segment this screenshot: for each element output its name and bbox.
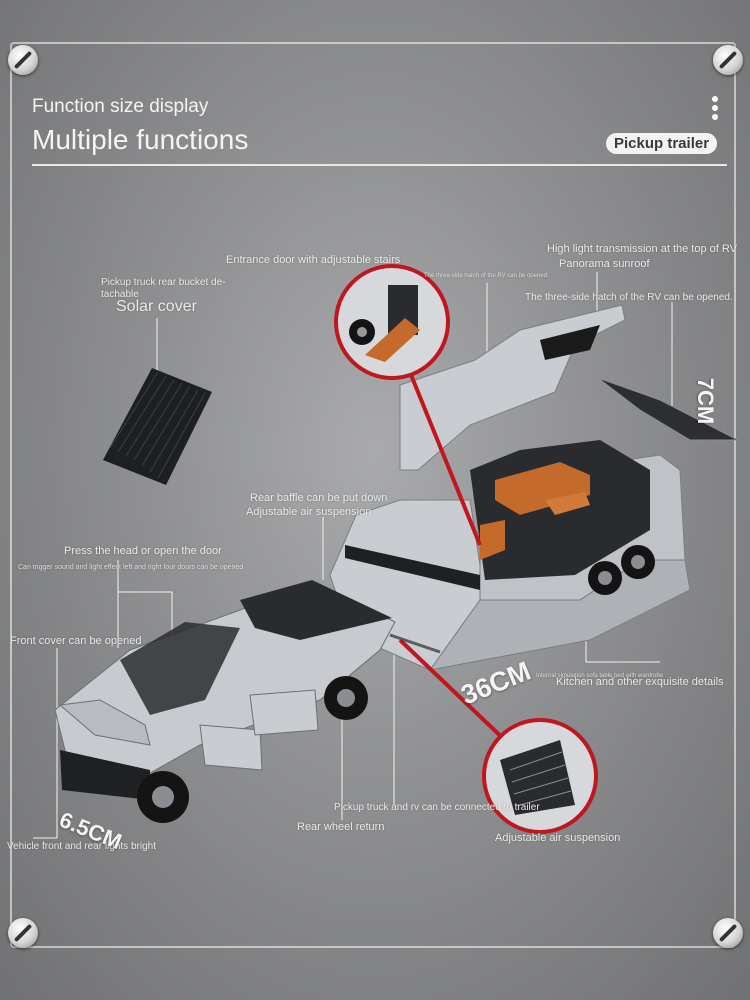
header-title: Multiple functions [32,124,249,155]
tow-hitch [389,633,441,654]
label-kitchen: Kitchen and other exquisite details [556,676,724,688]
dimension-height: 7CM [693,377,719,425]
label-connect-trailer: Pickup truck and rv can be connected to … [334,802,540,813]
header-divider [32,164,727,166]
more-options-icon [708,96,722,122]
label-kitchen-small: Internal simulation sofa table bed with … [536,673,664,679]
label-lights-bright: Vehicle front and rear lights bright [7,841,156,852]
screw-icon-top-left [8,45,38,75]
label-rear-wheel: Rear wheel return [297,821,385,833]
callout-pointers [398,359,512,747]
label-solar-note: Pickup truck rear bucket de-tachable [101,277,226,300]
screw-icon-bottom-left [8,918,38,948]
solar-cover-panel [103,368,212,485]
cybertruck [54,580,396,823]
callout-stairs-zoom [334,264,450,380]
label-front-cover: Front cover can be opened [10,635,142,647]
label-solar-cover: Solar cover [116,298,197,315]
screw-icon-top-right [713,45,743,75]
callout-hitch-zoom [482,718,598,834]
label-high-light: High light transmission at the top of RV [547,243,737,255]
display-frame [10,42,736,948]
label-hatch-note-small: The three-side hatch of the RV can be op… [424,273,549,279]
screw-icon-bottom-right [713,918,743,948]
label-air-suspension-top: Adjustable air suspension [246,506,372,518]
label-air-suspension-bottom: Adjustable air suspension [495,832,621,844]
label-press-head: Press the head or open the door [64,545,222,557]
label-rear-baffle: Rear baffle can be put down [250,492,388,504]
label-panorama-sunroof: Panorama sunroof [559,258,650,270]
header-subtitle: Function size display [32,96,209,117]
label-hatch-opened: The three-side hatch of the RV can be op… [525,292,733,303]
label-trigger-sound: Can trigger sound and light effect left … [18,564,244,571]
pickup-trailer-badge: Pickup trailer [606,133,718,154]
label-entrance-door: Entrance door with adjustable stairs [226,254,401,266]
